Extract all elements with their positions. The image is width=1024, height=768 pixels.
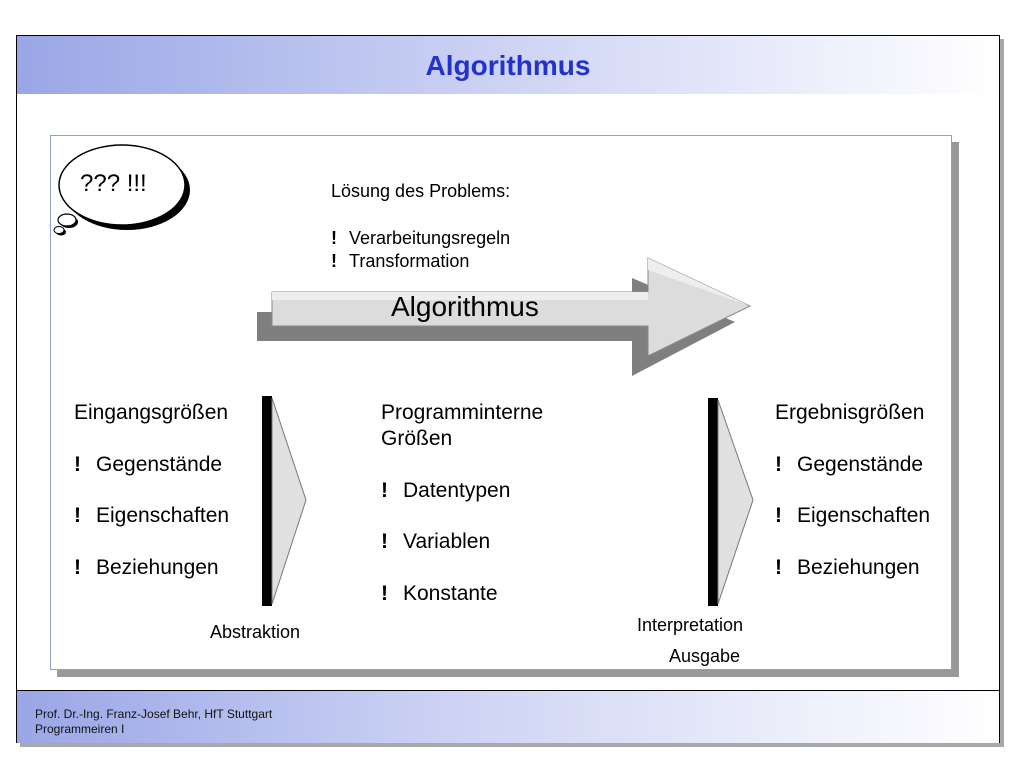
bullet-mark: ! <box>775 504 782 527</box>
output-item-label: Eigenschaften <box>797 504 931 527</box>
solution-item: ! Verarbeitungsregeln <box>331 228 510 249</box>
bullet-mark: ! <box>775 556 782 579</box>
arrow-label: Algorithmus <box>391 291 539 322</box>
bullet-mark: ! <box>381 530 388 553</box>
solution-item-label: Transformation <box>349 251 470 271</box>
title-band: Algorithmus <box>17 36 999 94</box>
thought-bubble <box>53 144 190 236</box>
solution-heading: Lösung des Problems: <box>331 181 511 201</box>
slide-title: Algorithmus <box>425 50 591 81</box>
bullet-mark: ! <box>74 504 81 527</box>
input-item: ! Eigenschaften <box>74 504 229 528</box>
interpretation-label: Interpretation <box>637 615 744 635</box>
output-item: ! Eigenschaften <box>775 504 930 528</box>
bullet-mark: ! <box>775 453 782 476</box>
bullet-mark: ! <box>381 582 388 605</box>
input-item-label: Gegenstände <box>96 453 223 476</box>
input-item-label: Beziehungen <box>96 556 219 579</box>
internal-item: ! Variablen <box>381 530 490 554</box>
bullet-mark: ! <box>331 228 337 248</box>
diagram-panel <box>50 135 952 670</box>
algorithm-arrow <box>257 257 752 376</box>
abstraction-label: Abstraktion <box>210 622 301 642</box>
output-item-label: Beziehungen <box>797 556 920 579</box>
internal-item: ! Datentypen <box>381 479 510 503</box>
bullet-mark: ! <box>381 479 388 502</box>
input-item: ! Beziehungen <box>74 556 219 580</box>
internal-heading-line1: Programminterne <box>381 401 544 424</box>
footer-author: Prof. Dr.-Ing. Franz-Josef Behr, HfT Stu… <box>35 707 273 721</box>
input-item: ! Gegenstände <box>74 453 222 477</box>
output-heading: Ergebnisgrößen <box>775 401 925 424</box>
output-item: ! Gegenstände <box>775 453 923 477</box>
output-item: ! Beziehungen <box>775 556 920 580</box>
abstraction-connector <box>262 396 307 606</box>
input-item-label: Eigenschaften <box>96 504 230 527</box>
internal-item-label: Variablen <box>403 530 491 553</box>
input-heading: Eingangsgrößen <box>74 401 229 424</box>
output-label: Ausgabe <box>669 646 741 666</box>
output-item-label: Gegenstände <box>797 453 924 476</box>
internal-item: ! Konstante <box>381 582 498 606</box>
internal-heading-line2: Größen <box>381 427 453 450</box>
internal-item-label: Datentypen <box>403 479 511 502</box>
interpretation-connector <box>708 398 754 606</box>
bullet-mark: ! <box>331 251 337 271</box>
internal-item-label: Konstante <box>403 582 498 605</box>
footer: Prof. Dr.-Ing. Franz-Josef Behr, HfT Stu… <box>17 690 999 743</box>
bubble-text: ??? !!! <box>80 170 147 197</box>
footer-course: Programmeiren I <box>35 722 125 736</box>
bullet-mark: ! <box>74 453 81 476</box>
bullet-mark: ! <box>74 556 81 579</box>
solution-item-label: Verarbeitungsregeln <box>349 228 511 248</box>
solution-item: ! Transformation <box>331 251 469 272</box>
